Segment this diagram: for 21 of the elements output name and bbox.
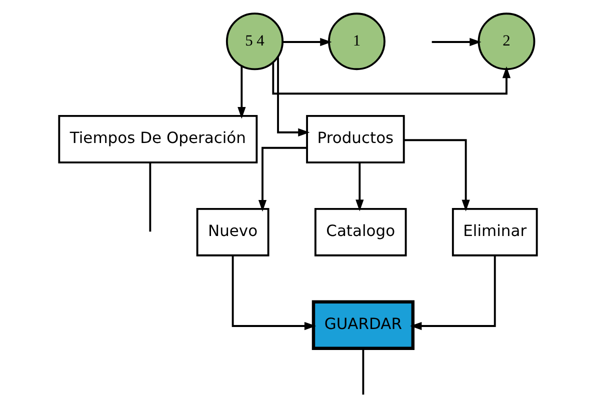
arrow <box>355 162 364 212</box>
node-box: Productos <box>306 114 404 164</box>
arrow <box>404 139 470 212</box>
arrow <box>431 38 481 46</box>
node-box: GUARDAR <box>311 300 414 350</box>
connector <box>148 162 151 232</box>
arrow <box>276 57 310 136</box>
arrow <box>282 38 332 46</box>
node-box: Catalogo <box>314 208 406 256</box>
arrow <box>410 256 496 330</box>
node-box: Nuevo <box>196 208 269 256</box>
connector <box>362 348 364 395</box>
node-circle: 2 <box>477 12 535 70</box>
node-circle: 1 <box>328 12 385 70</box>
node-box: Eliminar <box>451 208 538 256</box>
arrow <box>237 66 246 119</box>
arrow <box>272 62 510 95</box>
arrow <box>258 146 306 212</box>
node-box: Tiempos De Operación <box>58 114 258 164</box>
node-circle: 5 4 <box>225 12 284 70</box>
arrow <box>231 256 316 330</box>
